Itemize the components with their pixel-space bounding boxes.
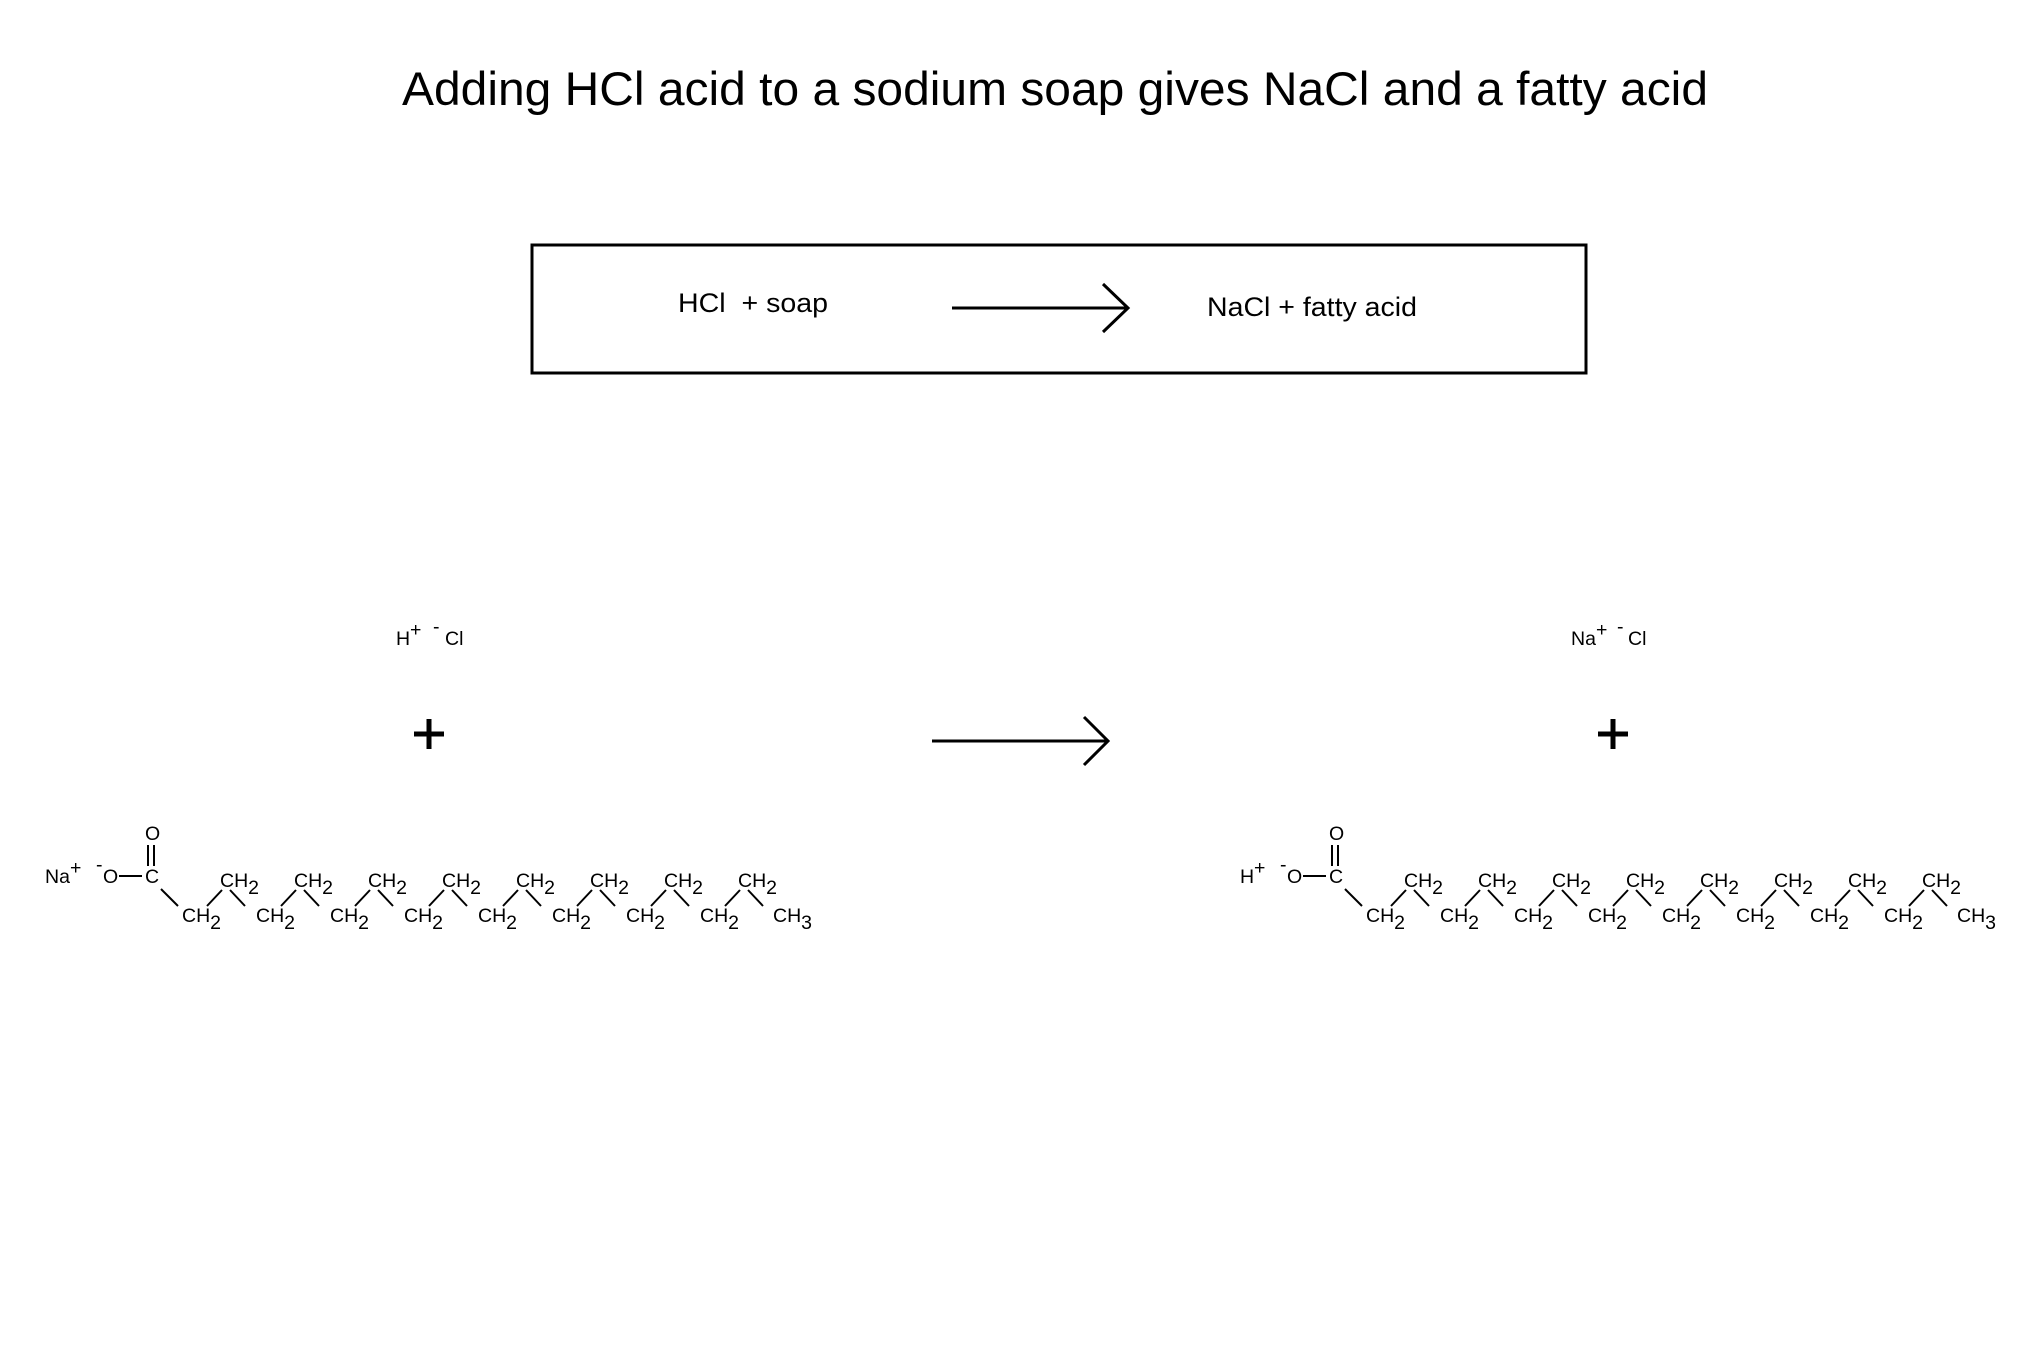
acid-cation-charge: + (410, 619, 421, 641)
ch2-group-upper: CH2 (1922, 870, 1961, 899)
soap-oxygen: O (103, 866, 118, 888)
salt-cation-charge: + (1596, 619, 1607, 641)
hydrochloric-acid: H + - Cl (396, 616, 463, 650)
soap-carbon: C (145, 866, 159, 888)
ch2-group-lower: CH2 (182, 905, 221, 934)
ch2-group-upper: CH2 (1478, 870, 1517, 899)
summary-arrow-icon (952, 282, 1131, 334)
ch2-group-lower: CH2 (404, 905, 443, 934)
sodium-chloride: Na + - Cl (1571, 616, 1646, 650)
ch2-group-lower: CH2 (700, 905, 739, 934)
ch2-group-upper: CH2 (1774, 870, 1813, 899)
summary-reactants: HCl + soap (678, 288, 828, 318)
box-border (530, 243, 1588, 375)
acid-cation: H (396, 628, 410, 650)
acid-carbon: C (1329, 866, 1343, 888)
ch2-group-upper: CH2 (1626, 870, 1665, 899)
acid-oxygen-charge: - (1280, 854, 1287, 876)
ch2-group-upper: CH2 (1552, 870, 1591, 899)
acid-anion-charge: - (433, 616, 440, 638)
page-title: Adding HCl acid to a sodium soap gives N… (402, 62, 1708, 115)
ch2-group-lower: CH2 (256, 905, 295, 934)
ch2-group-lower: CH2 (1588, 905, 1627, 934)
ch2-group-upper: CH2 (516, 870, 555, 899)
ch2-group-lower: CH2 (552, 905, 591, 934)
ch2-group-upper: CH2 (1404, 870, 1443, 899)
ch2-group-upper: CH2 (590, 870, 629, 899)
salt-anion: Cl (1628, 628, 1646, 650)
ch2-group-upper: CH2 (294, 870, 333, 899)
ch2-group-lower: CH2 (1884, 905, 1923, 934)
acid-counter-ion-charge: + (1254, 857, 1265, 879)
ch2-group-upper: CH2 (664, 870, 703, 899)
ch2-group-lower: CH2 (1810, 905, 1849, 934)
ch2-group-upper: CH2 (1700, 870, 1739, 899)
ch2-group-upper: CH2 (738, 870, 777, 899)
salt-anion-charge: - (1617, 616, 1624, 638)
ch2-group-upper: CH2 (1848, 870, 1887, 899)
ch2-group-lower: CH2 (1440, 905, 1479, 934)
ch2-group-upper: CH2 (442, 870, 481, 899)
soap-counter-ion-charge: + (70, 857, 81, 879)
ch2-group-lower: CH2 (478, 905, 517, 934)
ch2-group-lower: CH2 (1366, 905, 1405, 934)
ch2-group-upper: CH2 (368, 870, 407, 899)
summary-equation-box: HCl + soap NaCl + fatty acid (530, 243, 1588, 375)
ch2-group-lower: CH2 (1514, 905, 1553, 934)
salt-cation: Na (1571, 628, 1596, 650)
acid-anion: Cl (445, 628, 463, 650)
acid-carbonyl-oxygen: O (1329, 823, 1344, 845)
acid-counter-ion: H (1240, 866, 1254, 888)
plus-sign-icon (1598, 719, 1628, 749)
plus-sign-icon (414, 719, 444, 749)
ch2-group-lower: CH2 (1736, 905, 1775, 934)
soap-carbonyl-oxygen: O (145, 823, 160, 845)
ch2-group-upper: CH2 (220, 870, 259, 899)
ch2-group-lower: CH2 (330, 905, 369, 934)
acid-oxygen: O (1287, 866, 1302, 888)
soap-oxygen-charge: - (96, 854, 103, 876)
soap-counter-ion: Na (45, 866, 70, 888)
ch3-terminal-group: CH3 (773, 905, 812, 934)
ch2-group-lower: CH2 (1662, 905, 1701, 934)
summary-products: NaCl + fatty acid (1207, 292, 1417, 322)
ch2-group-lower: CH2 (626, 905, 665, 934)
ch3-terminal-group: CH3 (1957, 905, 1996, 934)
reaction-arrow-icon (932, 715, 1111, 767)
